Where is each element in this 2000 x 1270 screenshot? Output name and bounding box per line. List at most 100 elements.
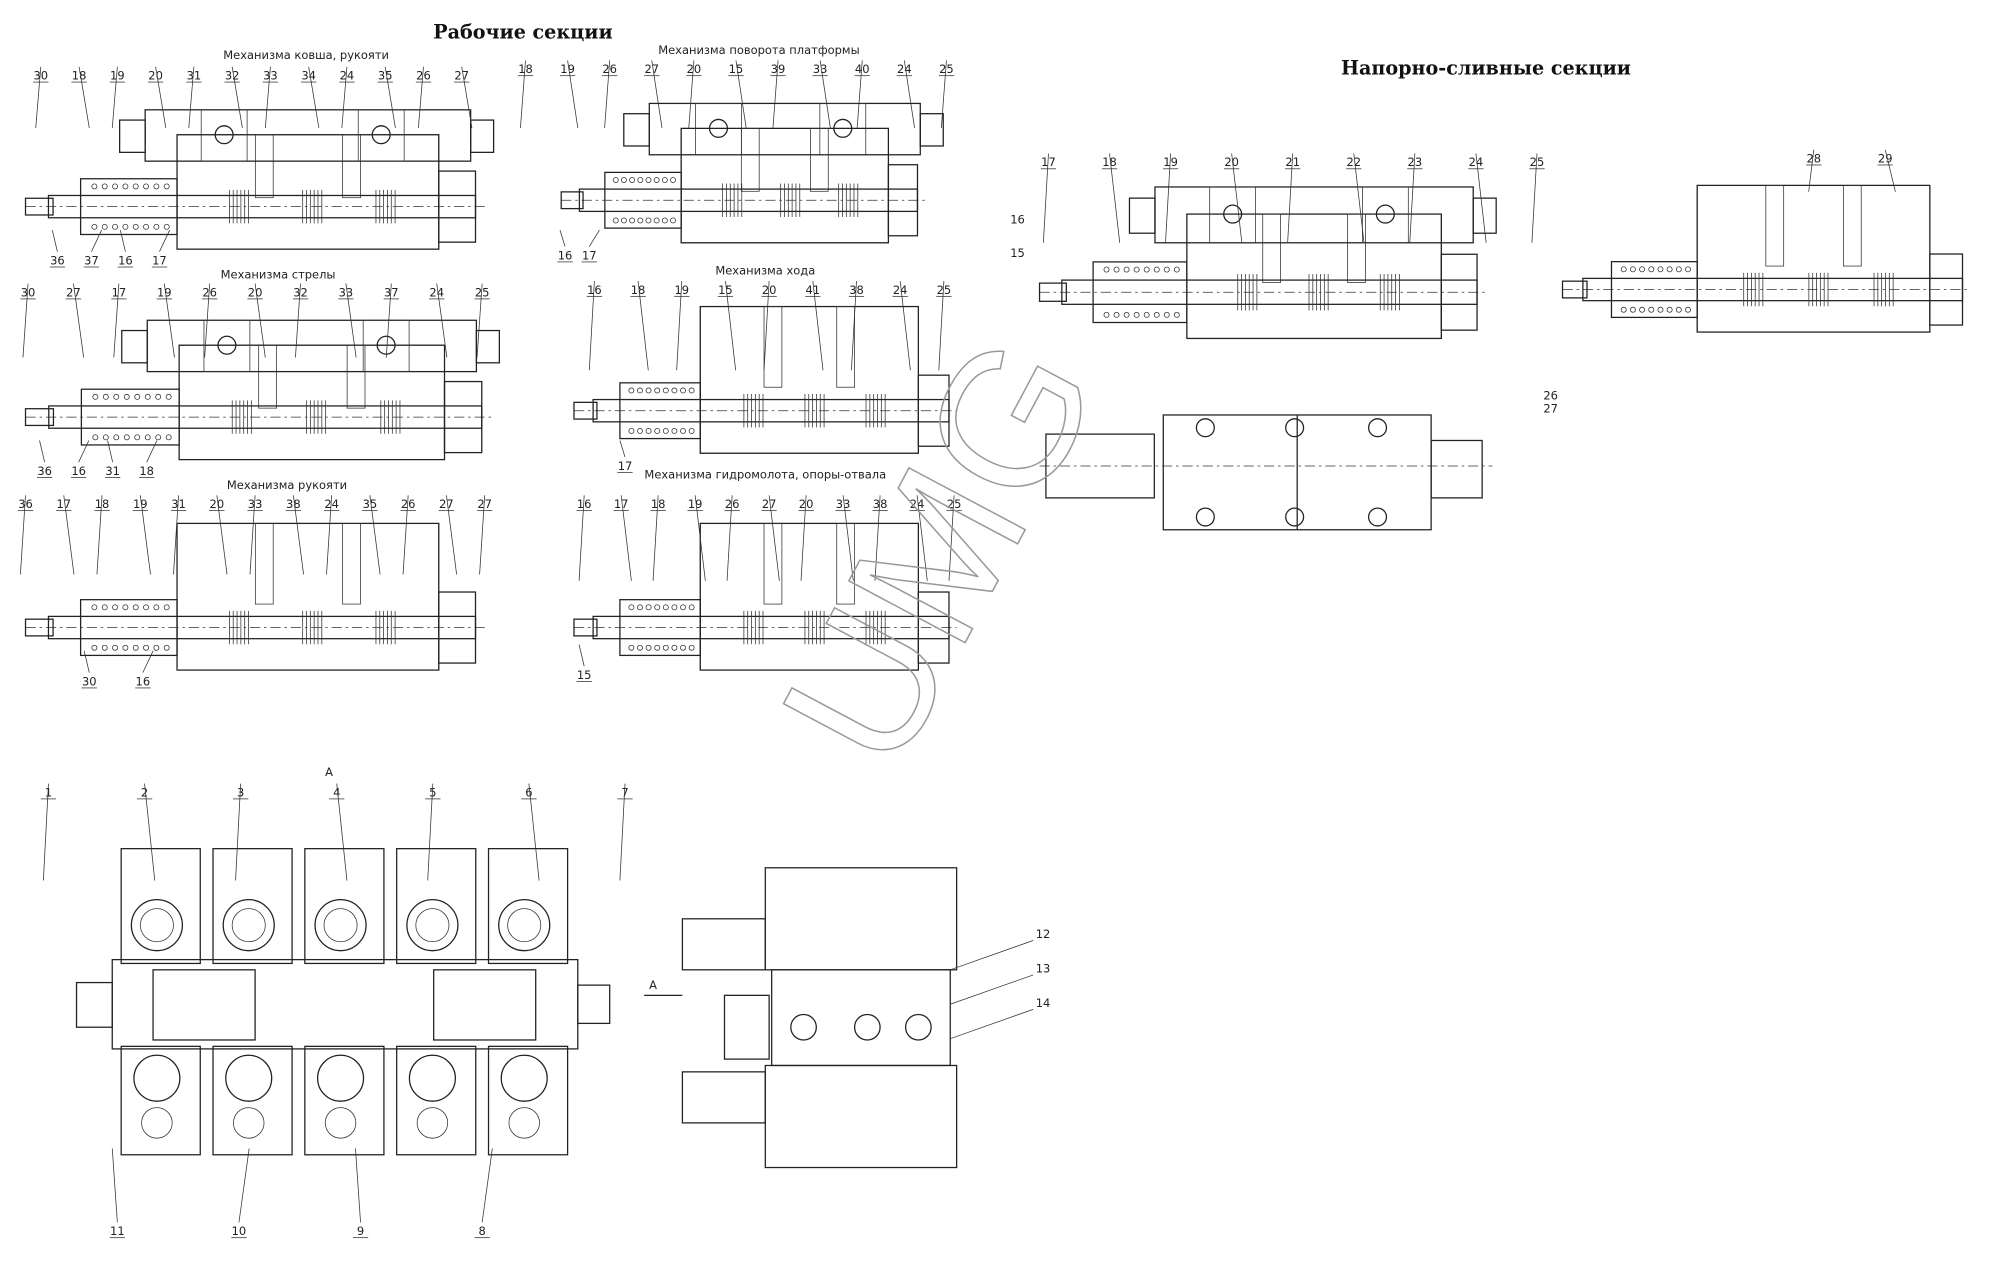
callout-label: 25 bbox=[947, 497, 962, 511]
callout-label: 26 bbox=[416, 69, 431, 83]
callout-label: 18 bbox=[631, 283, 646, 297]
callout-label: 5 bbox=[429, 785, 436, 799]
callout-label: 26 bbox=[602, 62, 617, 76]
callout-label: 15 bbox=[577, 668, 592, 682]
assembly-view-a bbox=[75, 848, 611, 1156]
callout-label: 16 bbox=[577, 497, 592, 511]
callout-label: 19 bbox=[560, 62, 575, 76]
callout-label: 20 bbox=[799, 497, 814, 511]
section-platform-rotation bbox=[560, 102, 944, 244]
callout-label: 15 bbox=[718, 283, 733, 297]
callout-label: 33 bbox=[836, 497, 851, 511]
callout-label: 27 bbox=[66, 285, 81, 299]
callout-label: 17 bbox=[618, 459, 633, 473]
drawing-geometry bbox=[24, 102, 1971, 1169]
subtitle-boom: Механизма стрелы bbox=[221, 267, 336, 281]
subtitle-travel: Механизма хода bbox=[715, 264, 815, 278]
callout-label: 37 bbox=[84, 253, 99, 267]
callout-label: 35 bbox=[363, 497, 378, 511]
callout-label: 27 bbox=[644, 62, 659, 76]
callout-label: 38 bbox=[849, 283, 864, 297]
callout-label: 7 bbox=[621, 785, 628, 799]
pressure-section-1 bbox=[1038, 186, 1497, 340]
callout-label: 27 bbox=[454, 69, 469, 83]
callout-label: 19 bbox=[133, 497, 148, 511]
assembly-side-view bbox=[644, 867, 958, 1169]
callout-label: 20 bbox=[762, 283, 777, 297]
callout-label: 24 bbox=[324, 497, 339, 511]
callout-label: 3 bbox=[237, 785, 244, 799]
callout-label: 33 bbox=[248, 497, 263, 511]
callout-label: 15 bbox=[729, 62, 744, 76]
callout-label: 31 bbox=[105, 464, 120, 478]
callout-label: 14 bbox=[1036, 996, 1051, 1010]
callout-label: 20 bbox=[687, 62, 702, 76]
callout-label: 17 bbox=[582, 248, 597, 262]
callout-label: 24 bbox=[1469, 155, 1484, 169]
callout-label: 27 bbox=[1543, 401, 1558, 415]
callout-label: 17 bbox=[1041, 155, 1056, 169]
callout-label: 24 bbox=[910, 497, 925, 511]
callout-label: 19 bbox=[110, 69, 125, 83]
section-hammer-blade bbox=[573, 522, 957, 671]
subtitle-hammer-blade: Механизма гидромолота, опоры-отвала bbox=[644, 468, 886, 482]
callout-label: 33 bbox=[339, 285, 354, 299]
section-handle bbox=[24, 522, 485, 671]
callout-label: 26 bbox=[1543, 389, 1558, 403]
callout-label: 20 bbox=[248, 285, 263, 299]
subtitle-handle: Механизма рукояти bbox=[227, 478, 347, 492]
callout-label: 33 bbox=[813, 62, 828, 76]
callout-label: 4 bbox=[333, 785, 340, 799]
callout-label: 17 bbox=[152, 253, 167, 267]
callout-label: 16 bbox=[136, 674, 151, 688]
callout-label: 40 bbox=[855, 62, 870, 76]
section-travel bbox=[573, 305, 957, 454]
callout-label: 19 bbox=[674, 283, 689, 297]
callout-label: 17 bbox=[56, 497, 71, 511]
callout-label: 6 bbox=[525, 785, 532, 799]
callout-label: 2 bbox=[141, 785, 148, 799]
callout-label: 18 bbox=[139, 464, 154, 478]
callout-label: 9 bbox=[357, 1224, 364, 1238]
subtitle-bucket-handle: Механизма ковша, рукояти bbox=[223, 48, 389, 62]
title-working-sections: Рабочие секции bbox=[433, 21, 612, 44]
callout-label: 27 bbox=[439, 497, 454, 511]
callout-label: 23 bbox=[1408, 155, 1423, 169]
callout-label: 32 bbox=[225, 69, 240, 83]
callout-label: 25 bbox=[1530, 155, 1545, 169]
callout-label: 13 bbox=[1036, 961, 1051, 975]
callout-label: 27 bbox=[762, 497, 777, 511]
callout-label: 18 bbox=[72, 69, 87, 83]
watermark: UMG bbox=[740, 303, 1138, 798]
callout-label: 16 bbox=[118, 253, 133, 267]
callout-label: 26 bbox=[401, 497, 416, 511]
callout-label: 26 bbox=[202, 285, 217, 299]
callout-label: 39 bbox=[771, 62, 786, 76]
callout-label: 8 bbox=[478, 1224, 485, 1238]
callout-label: 19 bbox=[1163, 155, 1178, 169]
callout-label: 16 bbox=[587, 283, 602, 297]
callout-label: 19 bbox=[157, 285, 172, 299]
callout-label: 38 bbox=[873, 497, 888, 511]
callout-label: 20 bbox=[1224, 155, 1239, 169]
callout-label: 16 bbox=[558, 248, 573, 262]
callout-label: 29 bbox=[1878, 151, 1893, 165]
callout-label: 18 bbox=[518, 62, 533, 76]
callout-label: 25 bbox=[937, 283, 952, 297]
callout-label: 36 bbox=[18, 497, 33, 511]
callout-label: 24 bbox=[897, 62, 912, 76]
title-pressure-drain-sections: Напорно-сливные секции bbox=[1341, 56, 1631, 79]
subtitle-platform-rotation: Механизма поворота платформы bbox=[658, 43, 859, 57]
callout-label: 20 bbox=[148, 69, 163, 83]
callout-label: 38 bbox=[286, 497, 301, 511]
callout-label: 33 bbox=[263, 69, 278, 83]
callout-label: 15 bbox=[1010, 246, 1025, 260]
callout-label: 31 bbox=[187, 69, 202, 83]
callout-label: 30 bbox=[21, 285, 36, 299]
callout-label: 34 bbox=[301, 69, 316, 83]
callout-label: 1 bbox=[45, 785, 52, 799]
callout-label: 31 bbox=[171, 497, 186, 511]
pressure-section-2 bbox=[1561, 184, 1971, 333]
callout-label: 26 bbox=[725, 497, 740, 511]
